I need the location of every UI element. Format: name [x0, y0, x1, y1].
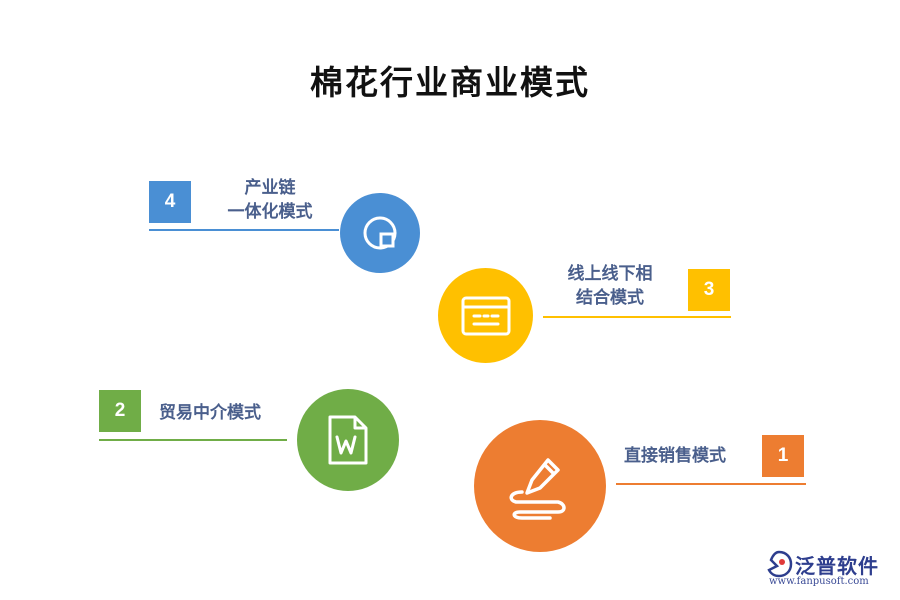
item-number-badge: 4 [149, 181, 191, 223]
pie-square-icon [363, 216, 397, 250]
item-underline [99, 439, 287, 441]
item-label-line: 产业链 [244, 178, 296, 198]
fanpu-logo: 泛普软件 www.fanpusoft.com [765, 548, 895, 594]
item-label: 直接销售模式 [624, 444, 726, 468]
item-icon-circle [438, 268, 533, 363]
fanpu-logo-mark-icon [767, 550, 793, 578]
word-document-icon [328, 415, 368, 465]
item-label-line: 线上线下相 [567, 264, 653, 284]
item-label-line: 直接销售模式 [624, 446, 726, 466]
item-underline [149, 229, 339, 231]
logo-url: www.fanpusoft.com [769, 576, 869, 587]
item-label: 线上线下相 结合模式 [550, 262, 670, 310]
page-title: 棉花行业商业模式 [310, 63, 590, 102]
item-label-line: 一体化模式 [227, 202, 313, 222]
item-icon-circle [340, 193, 420, 273]
item-label-line: 结合模式 [576, 288, 644, 308]
item-underline [543, 316, 731, 318]
item-icon-circle [474, 420, 606, 552]
item-number-badge: 2 [99, 390, 141, 432]
item-label: 产业链 一体化模式 [205, 176, 335, 224]
pen-scribble-icon [509, 458, 566, 520]
item-label-line: 贸易中介模式 [159, 403, 261, 423]
logo-name: 泛普软件 [795, 554, 879, 578]
item-icon-circle [297, 389, 399, 491]
item-underline [616, 483, 806, 485]
monitor-dialog-icon [461, 296, 510, 335]
item-number-badge: 3 [688, 269, 730, 311]
item-number-badge: 1 [762, 435, 804, 477]
item-label: 贸易中介模式 [159, 401, 261, 425]
